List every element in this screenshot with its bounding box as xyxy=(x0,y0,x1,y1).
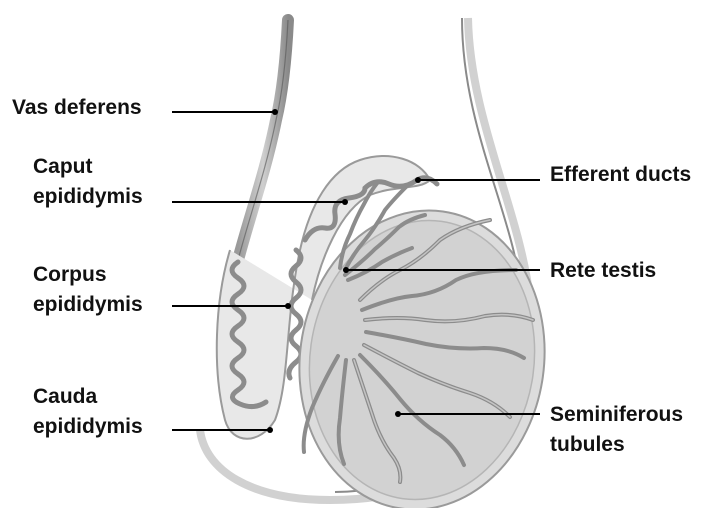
label-corpus-line2: epididymis xyxy=(33,292,143,318)
label-seminiferous-line1: Seminiferous xyxy=(550,402,683,428)
vas-deferens-shape xyxy=(238,20,288,260)
label-vas-deferens: Vas deferens xyxy=(12,95,142,121)
label-corpus-line1: Corpus xyxy=(33,262,107,288)
label-seminiferous-line2: tubules xyxy=(550,432,625,458)
label-efferent-ducts: Efferent ducts xyxy=(550,162,691,188)
label-caput-line2: epididymis xyxy=(33,184,143,210)
label-rete-testis: Rete testis xyxy=(550,258,656,284)
label-cauda-line2: epididymis xyxy=(33,414,143,440)
label-caput-line1: Caput xyxy=(33,154,93,180)
label-cauda-line1: Cauda xyxy=(33,384,97,410)
